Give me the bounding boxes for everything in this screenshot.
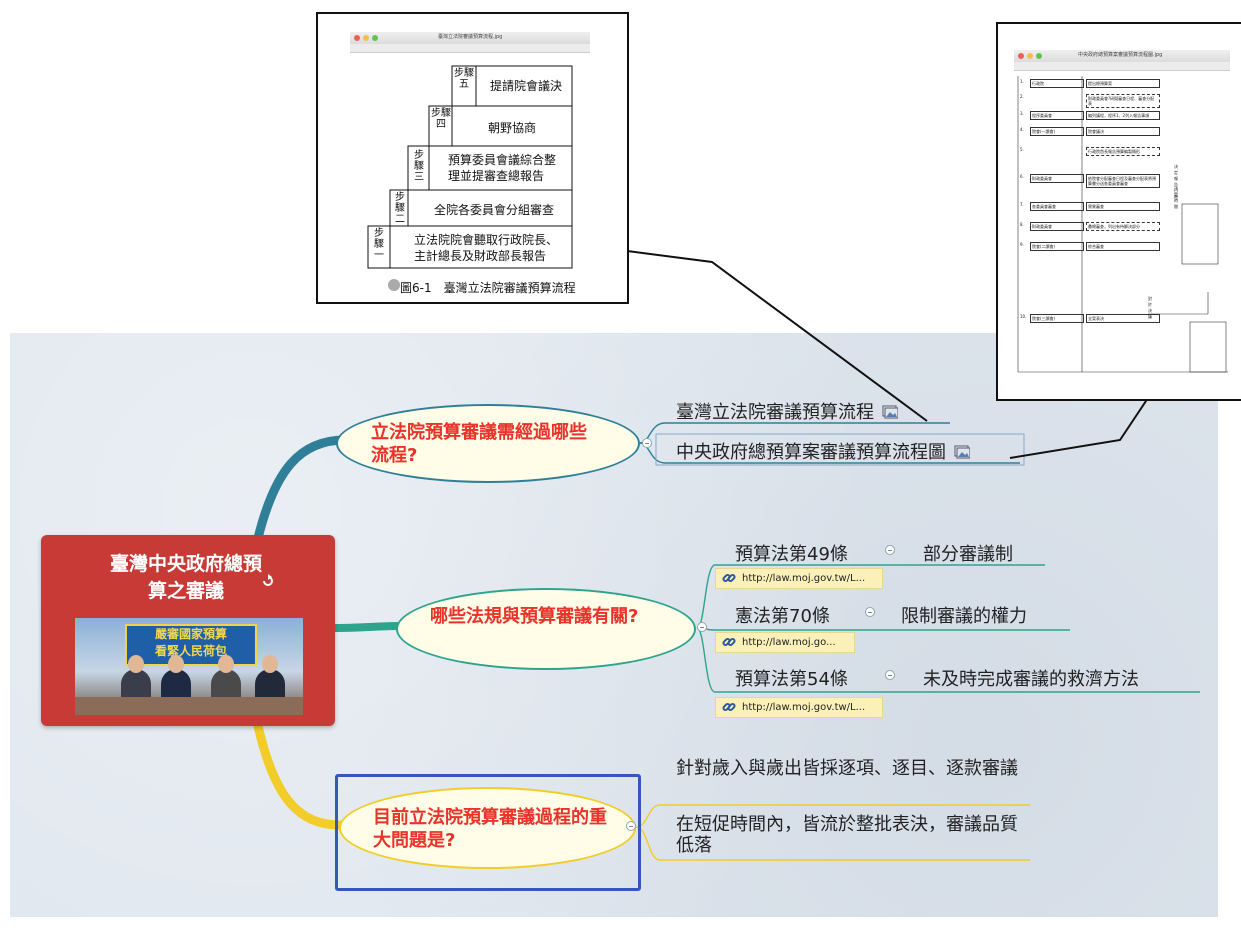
process-row: 5. 行政院首長報告預算編製情形 bbox=[1020, 147, 1220, 159]
process-table-lines bbox=[1017, 76, 1228, 373]
step-3-text: 預算委員會議綜合整理並提審查總報告 bbox=[448, 153, 557, 183]
step-2-label: 步驟二 bbox=[395, 192, 405, 225]
process-row: 6. 財政委員會依院會分配審查日程及審查分配表將預算書分送各委員會審查 bbox=[1020, 174, 1220, 188]
law-item-1-desc[interactable]: 部分審議制 bbox=[923, 544, 1013, 565]
process-row-actor: 各委員會審查 bbox=[1030, 202, 1084, 211]
process-row-step: 全案表決 bbox=[1086, 314, 1160, 323]
process-row-step: 財政委員會?研擬審查日程、審查分配表 bbox=[1086, 94, 1160, 108]
problem-leaf-itemized-review[interactable]: 針對歲入與歲出皆採逐項、逐目、逐款審議 bbox=[676, 758, 1018, 779]
preview-toolbar bbox=[350, 44, 590, 53]
step-5-text: 提請院會議決 bbox=[490, 79, 563, 93]
process-row-step: 院會議決 bbox=[1086, 127, 1160, 136]
law-item-1-collapse-toggle[interactable] bbox=[885, 545, 895, 555]
process-row-number: 2. bbox=[1020, 94, 1024, 99]
branch1-collapse-toggle[interactable] bbox=[642, 438, 652, 448]
process-row-number: 8. bbox=[1020, 222, 1024, 227]
process-row-number: 1. bbox=[1020, 79, 1024, 84]
process-row-number: 6. bbox=[1020, 174, 1024, 179]
process-row: 7. 各委員會審查實質審查 bbox=[1020, 202, 1220, 214]
link-icon bbox=[722, 700, 736, 714]
process-row-number: 7. bbox=[1020, 202, 1024, 207]
problem-leaf-bulk-vote[interactable]: 在短促時間內，皆流於整批表決，審議品質低落 bbox=[676, 814, 1018, 856]
process-note: 對於決議 bbox=[1148, 296, 1152, 319]
leaf-central-gov-budget-chart[interactable]: 中央政府總預算案審議預算流程圖 bbox=[676, 438, 971, 464]
branch-question-2-label: 哪些法規與預算審議有關? bbox=[430, 606, 639, 627]
process-row-number: 10. bbox=[1020, 314, 1027, 319]
press-photo: 嚴審國家預算 看緊人民荷包 bbox=[75, 618, 303, 715]
step-5-label: 步驟五 bbox=[454, 68, 474, 90]
process-row: 3. 程序委員會編列議程，程序1、2列入報告事項 bbox=[1020, 111, 1220, 123]
branch3-collapse-toggle[interactable] bbox=[626, 821, 636, 831]
process-note: 決定時間 bbox=[1174, 186, 1178, 209]
figure-caption: 圖6-1 臺灣立法院審議預算流程 bbox=[400, 281, 576, 295]
process-row-number: 5. bbox=[1020, 147, 1024, 152]
step-1-label: 步驟一 bbox=[374, 228, 384, 261]
process-note: 決定報告日期 bbox=[1174, 164, 1178, 199]
process-row: 8. 財政委員會彙總審查，列出有待解決部分 bbox=[1020, 222, 1220, 234]
process-row-step: 依院會分配審查日程及審查分配表將預算書分送各委員會審查 bbox=[1086, 174, 1160, 188]
step-3-label: 步驟三 bbox=[414, 150, 424, 183]
law-item-3-collapse-toggle[interactable] bbox=[885, 670, 895, 680]
process-row-number: 9. bbox=[1020, 242, 1024, 247]
law-item-constitution-70[interactable]: 憲法第70條 bbox=[735, 606, 830, 627]
preview-window-title: 臺灣立法院審議預算流程.jpg bbox=[438, 34, 503, 40]
step-4-text: 朝野協商 bbox=[488, 121, 537, 135]
process-row-step: 實質審查 bbox=[1086, 202, 1160, 211]
photo-banner: 嚴審國家預算 看緊人民荷包 bbox=[125, 624, 257, 666]
central-topic[interactable]: 臺灣中央政府總預算之審議 嚴審國家預算 看緊人民荷包 bbox=[41, 535, 335, 726]
process-row: 4. 院會(一讀會)院會議決 bbox=[1020, 127, 1220, 139]
step-1-text: 立法院院會聽取行政院長、主計總長及財政部長報告 bbox=[414, 233, 559, 263]
image-icon[interactable] bbox=[954, 443, 971, 459]
process-row-step: 彙總審查，列出有待解決部分 bbox=[1086, 222, 1160, 231]
hyperlink-1[interactable]: http://law.moj.gov.tw/L... bbox=[715, 568, 883, 589]
selection-box bbox=[335, 774, 641, 891]
link-icon bbox=[722, 635, 736, 649]
process-row-actor: 財政委員會 bbox=[1030, 222, 1084, 231]
image-preview-central-gov-flow[interactable]: 中央政府總預算案審議預算流程圖.jpg 1. 行政院提出總預算案 2. 財政委員會?研… bbox=[996, 22, 1241, 401]
central-topic-title: 臺灣中央政府總預算之審議 bbox=[109, 553, 262, 602]
process-row-step: 行政院首長報告預算編製情形 bbox=[1086, 147, 1160, 156]
branch-question-3-label: 目前立法院預算審議過程的重大問題是? bbox=[373, 807, 607, 851]
law-item-2-desc[interactable]: 限制審議的權力 bbox=[901, 606, 1027, 627]
image-icon[interactable] bbox=[882, 403, 899, 419]
process-row-step: 編列議程，程序1、2列入報告事項 bbox=[1086, 111, 1160, 120]
step-4-label: 步驟四 bbox=[431, 108, 451, 130]
process-row: 2. 財政委員會?研擬審查日程、審查分配表 bbox=[1020, 94, 1220, 108]
process-row-step: 提出總預算案 bbox=[1086, 79, 1160, 88]
refresh-icon[interactable] bbox=[261, 574, 275, 588]
process-row-actor: 程序委員會 bbox=[1030, 111, 1084, 120]
process-row-number: 3. bbox=[1020, 111, 1024, 116]
branch-question-3[interactable] bbox=[339, 787, 636, 869]
process-row-actor: 院會(一讀會) bbox=[1030, 127, 1084, 136]
process-row: 10.院會(三讀會)全案表決 bbox=[1020, 314, 1220, 326]
hyperlink-3[interactable]: http://law.moj.gov.tw/L... bbox=[715, 697, 883, 718]
law-item-budget-54[interactable]: 預算法第54條 bbox=[735, 669, 848, 690]
process-row: 1. 行政院提出總預算案 bbox=[1020, 79, 1220, 91]
branch-question-1-label: 立法院預算審議需經過哪些流程? bbox=[371, 422, 587, 466]
preview-window-title: 中央政府總預算案審議預算流程圖.jpg bbox=[1078, 52, 1163, 58]
branch2-collapse-toggle[interactable] bbox=[697, 622, 707, 632]
process-row-actor: 行政院 bbox=[1030, 79, 1084, 88]
process-row-step: 綜合審查 bbox=[1086, 242, 1160, 251]
process-row-number: 4. bbox=[1020, 127, 1024, 132]
hyperlink-2[interactable]: http://law.moj.go... bbox=[715, 632, 855, 653]
branch-question-2[interactable] bbox=[396, 588, 696, 670]
process-row: 9. 院會(二讀會)綜合審查 bbox=[1020, 242, 1220, 254]
step-2-text: 全院各委員會分組審查 bbox=[434, 203, 555, 217]
leaf-taiwan-budget-flow[interactable]: 臺灣立法院審議預算流程 bbox=[676, 398, 899, 424]
law-item-budget-49[interactable]: 預算法第49條 bbox=[735, 544, 848, 565]
process-row-actor: 院會(三讀會) bbox=[1030, 314, 1084, 323]
staircase-diagram bbox=[367, 65, 573, 291]
process-row-actor: 院會(二讀會) bbox=[1030, 242, 1084, 251]
image-preview-taiwan-flow[interactable]: 臺灣立法院審議預算流程.jpg 步驟五 提請院會議決 步驟四 朝野協商 步驟三 … bbox=[316, 12, 629, 304]
law-item-3-desc[interactable]: 未及時完成審議的救濟方法 bbox=[923, 669, 1139, 690]
preview-toolbar bbox=[1014, 62, 1230, 71]
branch-question-1[interactable] bbox=[336, 404, 640, 483]
law-item-2-collapse-toggle[interactable] bbox=[865, 607, 875, 617]
process-row-actor: 財政委員會 bbox=[1030, 174, 1084, 183]
link-icon bbox=[722, 571, 736, 585]
